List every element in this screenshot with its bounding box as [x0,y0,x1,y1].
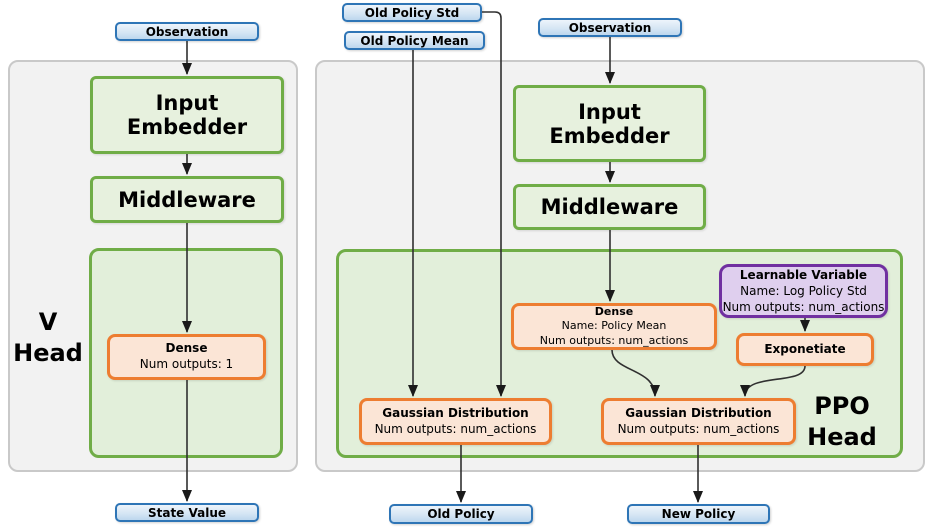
observation-label-right: Observation [568,20,652,35]
gaussian-distribution-old-node: Gaussian Distribution Num outputs: num_a… [359,398,552,445]
gaussian-old-outputs: Num outputs: num_actions [374,421,537,436]
learnable-variable-node: Learnable Variable Name: Log Policy Std … [719,264,888,318]
old-policy-mean-label: Old Policy Mean [360,33,469,48]
middleware-node-left: Middleware [90,176,284,223]
middleware-label-right: Middleware [540,195,679,219]
gaussian-new-title: Gaussian Distribution [625,405,772,420]
v-head-label: V Head [10,307,86,368]
learnable-variable-outputs: Num outputs: num_actions [722,300,885,315]
ppo-head-label-line1: PPO [814,392,870,420]
dense-policy-mean-name: Name: Policy Mean [561,319,667,333]
learnable-variable-name: Name: Log Policy Std [740,283,867,298]
state-value-node: State Value [115,503,259,522]
observation-node-right: Observation [538,18,682,37]
new-policy-output-label: New Policy [661,507,736,521]
dense-outputs-left: Num outputs: 1 [139,357,234,371]
old-policy-std-node: Old Policy Std [342,3,482,22]
dense-policy-mean-node: Dense Name: Policy Mean Num outputs: num… [511,303,717,350]
middleware-node-right: Middleware [513,184,706,230]
input-embedder-node-right: Input Embedder [513,85,706,162]
new-policy-output-node: New Policy [627,504,770,524]
ppo-head-label-line2: Head [807,422,877,451]
gaussian-distribution-new-node: Gaussian Distribution Num outputs: num_a… [601,398,796,445]
dense-policy-mean-outputs: Num outputs: num_actions [539,333,689,347]
v-head-label-line1: V [38,308,58,336]
input-embedder-label-right: Input Embedder [549,99,670,148]
old-policy-output-label: Old Policy [427,507,495,521]
gaussian-new-outputs: Num outputs: num_actions [617,421,780,436]
dense-policy-mean-title: Dense [594,305,634,319]
old-policy-std-label: Old Policy Std [364,5,460,20]
state-value-label: State Value [147,505,227,520]
middleware-label-left: Middleware [118,187,256,212]
learnable-variable-title: Learnable Variable [739,267,868,282]
input-embedder-label-left: Input Embedder [126,91,248,139]
observation-label-left: Observation [145,24,229,39]
observation-node-left: Observation [115,22,259,41]
ppo-head-label: PPO Head [792,391,892,452]
dense-title-left: Dense [165,341,208,356]
v-head-label-line2: Head [13,338,83,367]
exponetiate-node: Exponetiate [736,333,874,366]
old-policy-output-node: Old Policy [389,504,533,524]
gaussian-old-title: Gaussian Distribution [382,405,529,420]
exponetiate-label: Exponetiate [764,341,846,356]
old-policy-mean-node: Old Policy Mean [344,31,485,50]
dense-node-left: Dense Num outputs: 1 [107,334,266,380]
input-embedder-node-left: Input Embedder [90,76,284,154]
